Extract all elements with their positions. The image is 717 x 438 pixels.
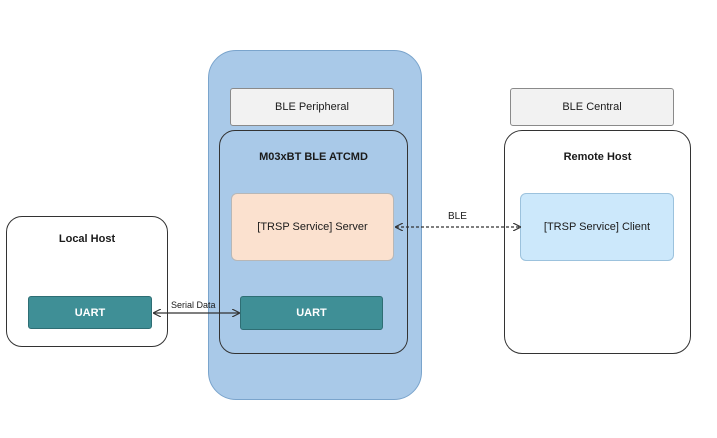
ble-peripheral-text: BLE Peripheral xyxy=(275,101,349,113)
ble-central-label: BLE Central xyxy=(510,88,674,126)
trsp-server-box: [TRSP Service] Server xyxy=(231,193,394,261)
remote-host-title: Remote Host xyxy=(563,151,632,163)
trsp-client-box: [TRSP Service] Client xyxy=(520,193,674,261)
local-uart-box: UART xyxy=(28,296,152,329)
trsp-client-text: [TRSP Service] Client xyxy=(543,221,651,233)
trsp-server-text: [TRSP Service] Server xyxy=(257,221,368,233)
module-uart-box: UART xyxy=(240,296,383,330)
ble-connection-label: BLE xyxy=(448,211,467,222)
ble-central-text: BLE Central xyxy=(562,101,622,113)
ble-peripheral-label: BLE Peripheral xyxy=(230,88,394,126)
local-host-title: Local Host xyxy=(58,233,116,245)
serial-connection-label: Serial Data xyxy=(171,300,216,310)
atcmd-title: M03xBT BLE ATCMD xyxy=(259,151,368,163)
module-uart-text: UART xyxy=(296,307,327,319)
atcmd-container: M03xBT BLE ATCMD xyxy=(219,130,408,354)
local-uart-text: UART xyxy=(74,306,106,319)
